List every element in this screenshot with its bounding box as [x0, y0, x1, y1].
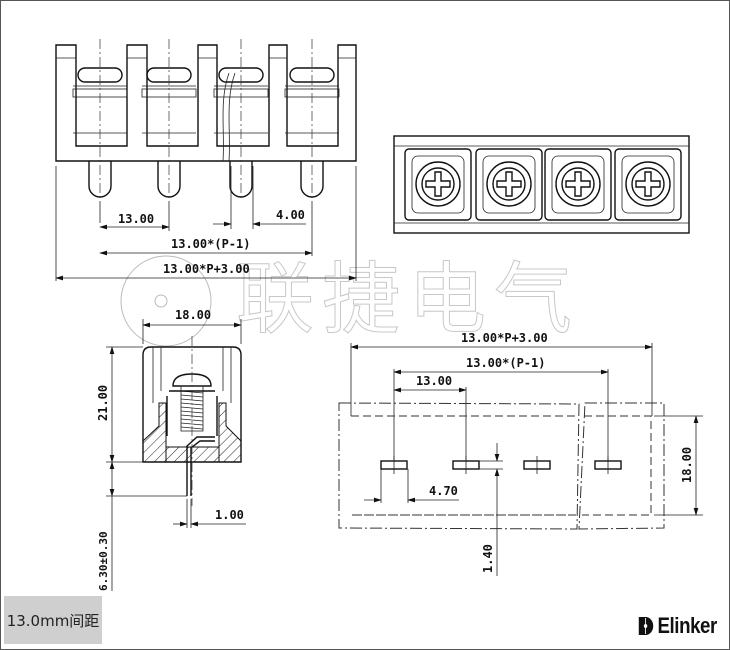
dim-pin-width: 4.00: [276, 208, 305, 222]
fp-dim-overall: 13.00*P+3.00: [461, 331, 548, 345]
elinker-logo-icon: [638, 617, 654, 635]
footprint-view: 13.00*P+3.00 13.00*(P-1) 13.00 4.70 18.0…: [338, 331, 703, 576]
brand-logo: Elinker: [637, 613, 717, 639]
watermark: 联捷电气: [120, 255, 580, 347]
terminal-cell: [141, 39, 197, 201]
dim-pin-length: 6.30±0.30: [97, 531, 110, 591]
front-view: 13.00 4.00 13.00*(P-1) 13.00*P+3.00: [55, 39, 357, 281]
cross-slot: [496, 171, 522, 197]
spacing-label: 13.0mm间距: [4, 596, 102, 644]
fp-dim-slot-length: 4.70: [429, 484, 458, 498]
fp-dim-pitch: 13.00: [416, 374, 452, 388]
terminal-cell: [284, 39, 340, 201]
dim-width: 18.00: [175, 308, 211, 322]
fp-dim-slot-width: 1.40: [481, 544, 495, 573]
screw-top: [475, 148, 543, 221]
fp-dim-depth: 18.00: [680, 447, 694, 483]
top-view: [393, 135, 690, 234]
dim-overall: 13.00*P+3.00: [163, 262, 250, 276]
dim-pin-thickness: 1.00: [215, 508, 244, 522]
side-view: 18.00 21.00 6.30±0.30 1.00: [96, 308, 246, 591]
cross-slot: [565, 171, 591, 197]
brand-name: Elinker: [657, 613, 718, 638]
screw-top: [544, 148, 612, 221]
dim-pitch: 13.00: [118, 212, 154, 226]
cross-slot: [425, 171, 451, 197]
screw-top: [404, 148, 472, 221]
screw-top: [614, 148, 682, 221]
cross-slot: [635, 171, 661, 197]
dim-pitch-total: 13.00*(P-1): [171, 237, 250, 251]
fp-dim-pitch-total: 13.00*(P-1): [466, 356, 545, 370]
terminal-cell: [72, 39, 128, 201]
dim-height: 21.00: [96, 385, 110, 421]
svg-text:联捷电气: 联捷电气: [236, 255, 580, 345]
terminal-cell: [213, 39, 269, 201]
